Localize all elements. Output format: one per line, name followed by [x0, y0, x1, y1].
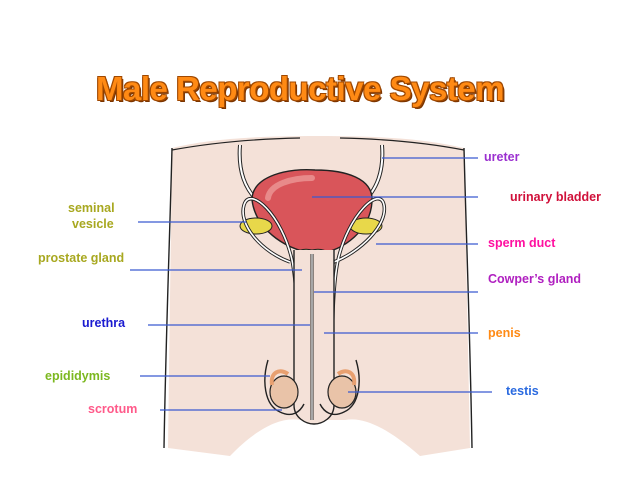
label-sperm-duct: sperm duct — [488, 236, 556, 250]
label-seminal-vesicle-line2: vesicle — [72, 217, 114, 231]
label-penis: penis — [488, 326, 521, 340]
label-prostate-gland: prostate gland — [38, 251, 125, 265]
label-cowpers-gland: Cowper’s gland — [488, 272, 582, 286]
epididymis-left — [269, 369, 290, 386]
bladder-highlight — [265, 175, 315, 201]
label-scrotum: scrotum — [88, 402, 138, 416]
label-ureter: ureter — [484, 150, 520, 164]
left-thigh-line — [163, 147, 173, 449]
penis-shape — [293, 250, 335, 425]
scrotum-shape — [264, 359, 360, 416]
label-epididymis: epididymis — [45, 369, 111, 383]
right-thigh-line — [463, 147, 473, 449]
left-groin-line — [171, 137, 301, 151]
right-groin-line — [339, 137, 465, 151]
diagram-title: Male Reproductive System — [96, 70, 504, 107]
label-urinary-bladder: urinary bladder — [510, 190, 601, 204]
epididymis-right — [336, 369, 357, 386]
testis-left — [269, 375, 299, 409]
label-seminal-vesicle-line1: seminal — [68, 201, 115, 215]
leader-lines — [130, 157, 492, 411]
label-testis: testis — [506, 384, 539, 398]
label-urethra: urethra — [82, 316, 126, 330]
